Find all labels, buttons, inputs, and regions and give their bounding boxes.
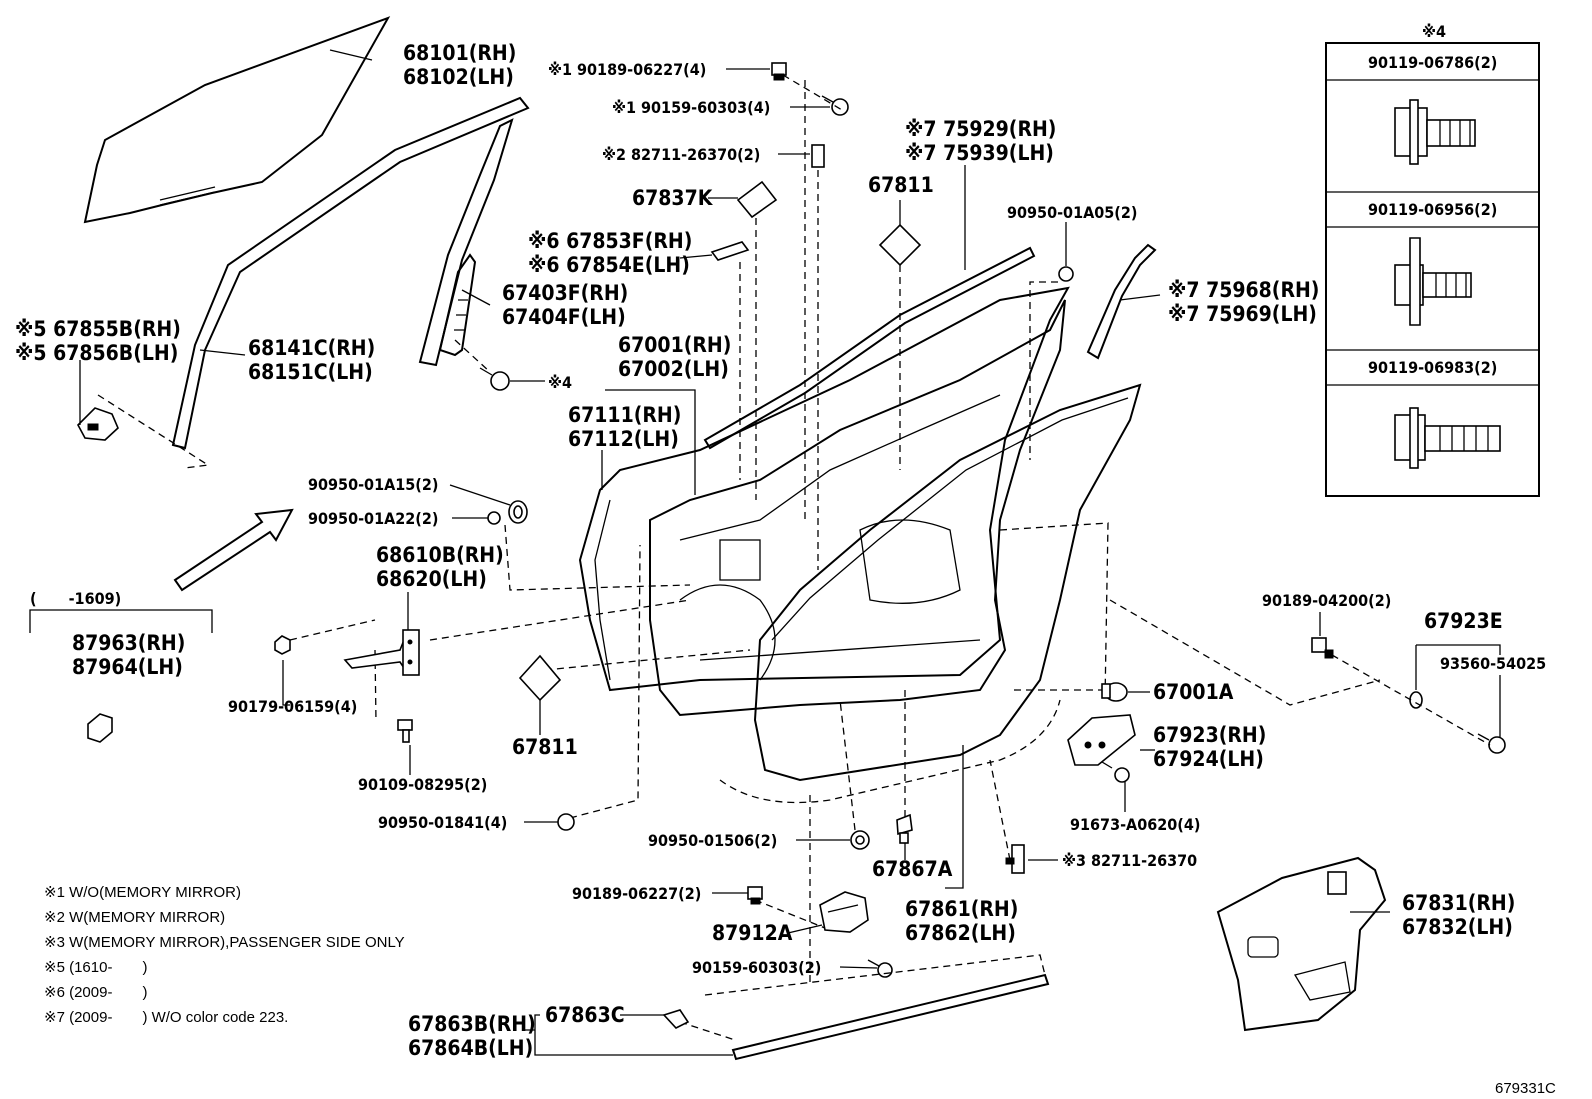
screw-04200-shape: [1311, 637, 1334, 659]
bolt-06983-icon: [1394, 407, 1501, 469]
bracket-3-shape: [1005, 844, 1025, 874]
plug-506-shape: [850, 830, 870, 850]
callout-run-channel: 68141C(RH)68151C(LH): [248, 336, 375, 384]
bolt-06956-icon: [1394, 237, 1472, 326]
note-2: ※2 W(MEMORY MIRROR): [44, 909, 225, 926]
callout-clip-867: 67867A: [872, 857, 953, 881]
note-3: ※3 W(MEMORY MIRROR),PASSENGER SIDE ONLY: [44, 934, 405, 951]
callout-lower-moulding: 67863B(RH)67864B(LH): [408, 1012, 536, 1060]
moulding-7-shape: [1086, 243, 1157, 360]
callout-plug-a05: 90950-01A05(2): [1007, 203, 1137, 222]
plug-a05-shape: [1029, 266, 1074, 460]
note-5: ※5 (1610- ): [44, 959, 147, 976]
callout-hinge-cover: 67923(RH)67924(LH): [1153, 723, 1266, 771]
pad-6-shape: [710, 241, 750, 480]
bolt-table: [1325, 42, 1540, 497]
label-range-bracket: [29, 609, 213, 633]
callout-plug-a15: 90950-01A15(2): [308, 475, 438, 494]
callout-washer: 93560-54025: [1440, 654, 1546, 673]
callout-label: 87963(RH)87964(LH): [72, 631, 185, 679]
callout-glass: 68101(RH)68102(LH): [403, 41, 516, 89]
service-hole-cover-shape: [1216, 856, 1387, 1032]
direction-arrow: [173, 508, 294, 592]
note-1: ※1 W/O(MEMORY MIRROR): [44, 884, 241, 901]
callout-plug-506: 90950-01506(2): [648, 831, 777, 850]
callout-screw-04200: 90189-04200(2): [1262, 591, 1391, 610]
callout-moulding-c: 67863C: [545, 1003, 625, 1027]
drawing-code: 679331C: [1495, 1080, 1556, 1097]
clip-5-shape: [77, 394, 210, 469]
plug-841-shape: [557, 813, 575, 831]
bolt-4-shape: [454, 339, 510, 391]
callout-outer-panel: 67111(RH)67112(LH): [568, 403, 681, 451]
callout-pad-6: ※6 67853F(RH)※6 67854E(LH): [528, 229, 692, 277]
callout-screw-a0620: 91673-A0620(4): [1070, 815, 1200, 834]
callout-plug-841: 90950-01841(4): [378, 813, 507, 832]
callout-kit: 67923E: [1424, 609, 1503, 633]
bolt-table-row-2: 90119-06956(2): [1368, 200, 1497, 219]
callout-belt-moulding: ※7 75929(RH)※7 75939(LH): [905, 117, 1056, 165]
callout-checker: 68610B(RH)68620(LH): [376, 543, 504, 591]
bolt-checker-shape: [397, 719, 413, 743]
bolt-table-header: ※4: [1422, 22, 1446, 41]
callout-plug-a22: 90950-01A22(2): [308, 509, 438, 528]
callout-screw-cover: 90159-60303(2): [692, 958, 821, 977]
callout-screw-bottom: 90189-06227(2): [572, 884, 701, 903]
bolt-table-labels: ※4 90119-06786(2) 90119-06956(2) 90119-0…: [1368, 22, 1497, 377]
bolt-table-row-1: 90119-06786(2): [1368, 53, 1497, 72]
callout-rear-sash: 67403F(RH)67404F(LH): [502, 281, 628, 329]
screw-bottom-shape: [747, 886, 763, 905]
run-channel-shape: [171, 96, 530, 450]
door-panel-shape: [649, 299, 1066, 717]
callout-pad-bottom: 67811: [512, 735, 578, 759]
callout-weatherstrip: 67861(RH)67862(LH): [905, 897, 1018, 945]
plug-door-shape: [1101, 682, 1128, 702]
bolt-table-row-3: 90119-06983(2): [1368, 358, 1497, 377]
door-glass-shape: [83, 16, 391, 224]
callout-bracket-3: ※3 82711-26370: [1062, 851, 1197, 870]
callout-cover: 87912A: [712, 921, 793, 945]
callout-service-hole-cover: 67831(RH)67832(LH): [1402, 891, 1515, 939]
nut-shape: [274, 635, 291, 655]
pad-k-shape: [736, 180, 778, 500]
checker-shape: [343, 629, 420, 676]
callout-bolt-checker: 90109-08295(2): [358, 775, 487, 794]
callout-door-panel: 67001(RH)67002(LH): [618, 333, 731, 381]
kit-shape: [1331, 654, 1506, 754]
footnotes: ※1 W/O(MEMORY MIRROR) ※2 W(MEMORY MIRROR…: [44, 884, 405, 1026]
callout-labels: 68101(RH)68102(LH) 68141C(RH)68151C(LH) …: [15, 41, 1546, 1060]
outer-panel-shape: [578, 286, 1070, 692]
screw-a0620-shape: [1101, 761, 1130, 783]
callout-screw-1b: ※1 90159-60303(4): [612, 98, 770, 117]
top-screws-shape: [771, 62, 849, 570]
label-shape: [87, 713, 113, 743]
callout-pad-top: 67811: [868, 173, 934, 197]
note-7: ※7 (2009- ) W/O color code 223.: [44, 1009, 288, 1026]
callout-bracket-2: ※2 82711-26370(2): [602, 145, 760, 164]
rear-sash-shape: [438, 253, 477, 357]
callout-plug-door: 67001A: [1153, 680, 1234, 704]
callout-moulding-7: ※7 75968(RH)※7 75969(LH): [1168, 278, 1319, 326]
callout-label-range: ( -1609): [30, 589, 121, 608]
note-6: ※6 (2009- ): [44, 984, 147, 1001]
hinge-cover-shape: [1067, 714, 1136, 766]
pad-bottom-shape: [518, 654, 562, 702]
clip-867-shape: [896, 813, 913, 844]
leader-lines: [79, 49, 1501, 1056]
callout-bolt-4: ※4: [548, 373, 572, 392]
bolt-06786-icon: [1394, 99, 1476, 165]
cover-shape: [819, 891, 869, 933]
lower-moulding-shape: [662, 954, 1050, 1061]
pad-top-shape: [878, 223, 922, 470]
callout-pad-k: 67837K: [632, 186, 714, 210]
callout-clip-5: ※5 67855B(RH)※5 67856B(LH): [15, 317, 181, 365]
plug-a15-a22-shape: [487, 500, 528, 525]
assembly-lines: [289, 522, 1381, 985]
weatherstrip-shape: [753, 383, 1142, 782]
callout-screw-1a: ※1 90189-06227(4): [548, 60, 706, 79]
callout-nut: 90179-06159(4): [228, 697, 357, 716]
